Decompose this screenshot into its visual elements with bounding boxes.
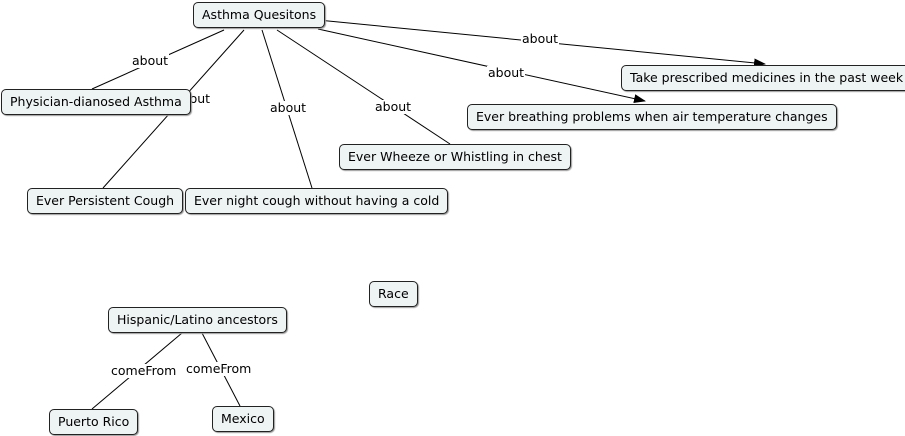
edge-label-comefrom: comeFrom bbox=[185, 361, 253, 376]
node-physician-diagnosed-asthma[interactable]: Physician-dianosed Asthma bbox=[1, 89, 191, 115]
node-breathing-problems[interactable]: Ever breathing problems when air tempera… bbox=[467, 104, 837, 130]
node-puerto-rico[interactable]: Puerto Rico bbox=[49, 409, 139, 435]
node-prescribed-medicines[interactable]: Take prescribed medicines in the past we… bbox=[621, 65, 905, 91]
edge-label-comefrom: comeFrom bbox=[110, 363, 178, 378]
edge-line-breathing bbox=[317, 28, 646, 104]
edge-label-about: about bbox=[374, 99, 413, 114]
edge-label-about: about bbox=[487, 65, 526, 80]
node-persistent-cough[interactable]: Ever Persistent Cough bbox=[27, 188, 184, 214]
edge-label-about: about bbox=[131, 53, 170, 68]
node-asthma-questions[interactable]: Asthma Quesitons bbox=[193, 2, 326, 28]
node-hispanic-latino-ancestors[interactable]: Hispanic/Latino ancestors bbox=[108, 307, 287, 333]
edge-label-about: about bbox=[521, 31, 560, 46]
node-race[interactable]: Race bbox=[369, 281, 418, 307]
node-wheeze[interactable]: Ever Wheeze or Whistling in chest bbox=[339, 144, 571, 170]
edge-line-wheeze bbox=[276, 29, 451, 145]
node-mexico[interactable]: Mexico bbox=[212, 406, 274, 432]
node-night-cough[interactable]: Ever night cough without having a cold bbox=[185, 188, 449, 214]
edge-label-about: about bbox=[269, 100, 308, 115]
